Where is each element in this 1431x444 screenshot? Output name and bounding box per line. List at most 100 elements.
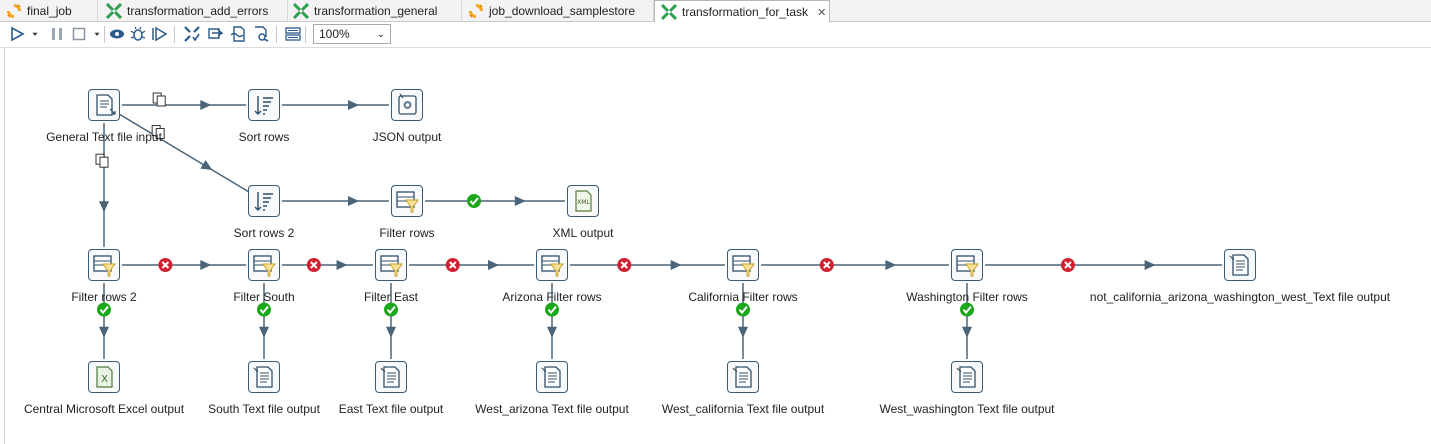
copy-hop-icon[interactable] [95,153,109,168]
tab-transformation-general[interactable]: transformation_general [287,0,462,22]
filter-rows-icon [541,255,564,277]
text-file-output-icon [732,366,752,388]
step-arizona-filter-rows[interactable] [536,249,568,281]
impact-icon[interactable] [206,25,224,43]
filter-rows-icon [253,255,276,277]
true-hop-icon[interactable] [257,302,271,317]
step-sort-rows[interactable] [248,89,280,121]
run-icon[interactable] [8,25,26,43]
filter-rows-icon [93,255,116,277]
hop-arrow [547,326,557,338]
step-west-california-output[interactable] [727,361,759,393]
copy-hop-icon[interactable] [152,92,166,107]
true-hop-icon[interactable] [384,302,398,317]
true-hop-icon[interactable] [97,302,111,317]
close-icon[interactable]: ✕ [817,6,827,19]
step-label: West_washington Text file output [879,402,1055,416]
tab-label: transformation_add_errors [127,4,269,18]
text-file-output-icon [380,366,400,388]
tab-label: final_job [27,4,72,18]
step-filter-rows[interactable] [391,185,423,217]
step-label: West_arizona Text file output [475,402,629,416]
hop-arrow [200,100,212,110]
true-hop-icon[interactable] [960,302,974,317]
step-filter-south[interactable] [248,249,280,281]
step-label: Filter East [363,290,419,304]
true-hop-icon[interactable] [736,302,750,317]
step-label: Arizona Filter rows [502,290,602,304]
job-icon [6,3,22,19]
filter-rows-icon [396,191,419,213]
hop-arrow [99,326,109,338]
step-california-filter-rows[interactable] [727,249,759,281]
step-xml-output[interactable]: XML [567,185,599,217]
toolbar-separator [305,26,306,43]
hop-arrow [348,196,360,206]
step-label: Filter South [233,290,295,304]
debug-icon[interactable] [129,25,147,43]
xml-output-icon: XML [575,190,592,212]
true-hop-icon[interactable] [545,302,559,317]
step-washington-filter-rows[interactable] [951,249,983,281]
transformation-icon [293,3,309,19]
step-label: Filter rows 2 [71,290,137,304]
chevron-down-icon: ⌄ [376,28,385,40]
step-west-arizona-output[interactable] [536,361,568,393]
tab-transformation-for-task[interactable]: transformation_for_task ✕ [654,0,830,23]
toolbar-separator [276,26,277,43]
false-hop-icon[interactable] [306,258,321,272]
sort-rows-icon [254,96,273,115]
step-label: Washington Filter rows [906,290,1028,304]
zoom-select[interactable]: 100% ⌄ [313,24,391,44]
hop-arrow [488,260,499,270]
step-east-text-output[interactable] [375,361,407,393]
true-hop-icon[interactable] [467,194,481,208]
show-results-icon[interactable] [284,25,302,43]
tab-transformation-add-errors[interactable]: transformation_add_errors [100,0,288,22]
hop-arrow [738,326,748,338]
step-central-excel-output[interactable]: X [88,361,120,393]
step-label: General Text file input [46,130,162,144]
false-hop-icon[interactable] [445,258,460,272]
replay-icon[interactable] [151,25,169,43]
explore-db-icon[interactable] [252,25,270,43]
sql-icon[interactable] [229,25,247,43]
step-west-washington-output[interactable] [951,361,983,393]
transformation-icon [661,4,677,20]
stop-dropdown-icon[interactable] [92,25,102,43]
tab-label: transformation_for_task [682,5,809,19]
false-hop-icon[interactable] [1060,258,1075,272]
step-filter-east[interactable] [375,249,407,281]
job-icon [468,3,484,19]
step-label: JSON output [372,130,442,144]
copy-hop-icon[interactable] [151,125,165,140]
pause-icon[interactable] [48,25,66,43]
stop-icon[interactable] [70,25,88,43]
step-sort-rows-2[interactable] [248,185,280,217]
false-hop-icon[interactable] [617,258,632,272]
filter-rows-icon [732,255,755,277]
step-label: Sort rows [238,130,290,144]
run-dropdown-icon[interactable] [30,25,40,43]
hop-arrow [348,100,360,110]
transformation-canvas[interactable] [4,48,1431,444]
step-general-text-file-input[interactable] [88,89,120,121]
false-hop-icon[interactable] [158,258,173,272]
excel-output-icon: X [96,366,113,388]
tab-label: job_download_samplestore [489,4,636,18]
hop-arrow [200,160,213,171]
tab-final-job[interactable]: final_job [0,0,98,22]
hop-arrow [200,260,212,270]
verify-icon[interactable] [183,25,201,43]
false-hop-icon[interactable] [819,258,834,272]
hop-line[interactable] [119,113,249,193]
step-south-text-output[interactable] [248,361,280,393]
step-label: Filter rows [379,226,435,240]
step-label: East Text file output [338,402,444,416]
step-label: South Text file output [208,402,320,416]
step-json-output[interactable] [391,89,423,121]
tab-job-download-samplestore[interactable]: job_download_samplestore [462,0,654,22]
step-filter-rows-2[interactable] [88,249,120,281]
preview-icon[interactable] [108,25,126,43]
step-not-caw-west-output[interactable] [1224,249,1256,281]
